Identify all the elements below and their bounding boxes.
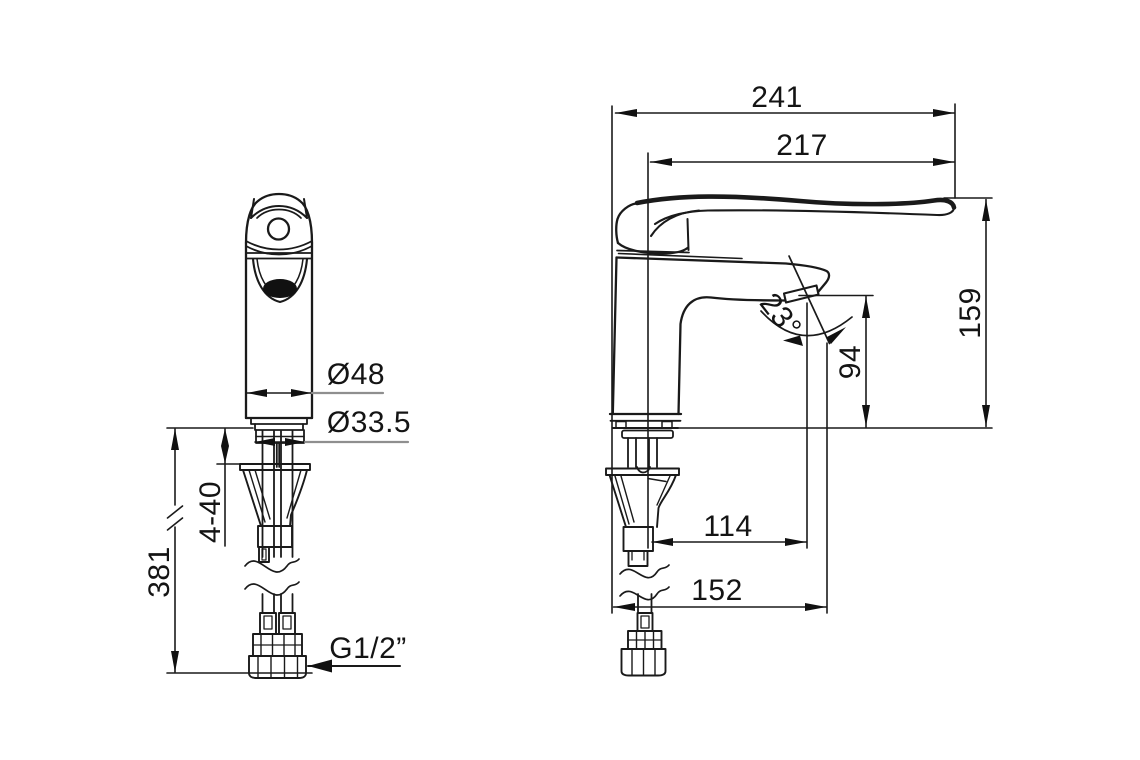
dim-lever-length: 217 xyxy=(776,129,828,162)
lever-blade-top xyxy=(634,194,957,210)
dim-overall-length: 241 xyxy=(751,81,803,114)
dim-clamp-range: 4-40 xyxy=(194,480,227,544)
side-dimension-arrows xyxy=(613,109,990,611)
dim-body-diameter: Ø48 xyxy=(326,358,386,391)
spout-outlet xyxy=(263,279,297,298)
pipe-break-symbol xyxy=(619,564,670,601)
dim-below-deck-height: 381 xyxy=(143,546,176,598)
front-dimension-arrows xyxy=(171,389,332,673)
dim-outlet-reach: 114 xyxy=(703,510,753,543)
dim-outlet-height: 94 xyxy=(834,344,867,380)
dim-shank-diameter: Ø33.5 xyxy=(326,406,412,439)
dim-spout-reach: 152 xyxy=(691,574,743,607)
spout-angle-line xyxy=(788,255,831,345)
front-view-drawing xyxy=(239,192,314,679)
pipe-break-symbol xyxy=(244,558,300,596)
front-view-dimensions xyxy=(166,389,410,674)
handle-indicator-dot xyxy=(266,217,291,241)
spout-angle-arc xyxy=(760,310,853,337)
dim-connection-thread: G1/2” xyxy=(329,632,407,665)
side-view-drawing xyxy=(605,194,957,677)
side-view-dimensions xyxy=(611,103,993,614)
dim-lever-tip-height: 159 xyxy=(954,287,987,339)
lever-swoosh xyxy=(649,209,701,238)
